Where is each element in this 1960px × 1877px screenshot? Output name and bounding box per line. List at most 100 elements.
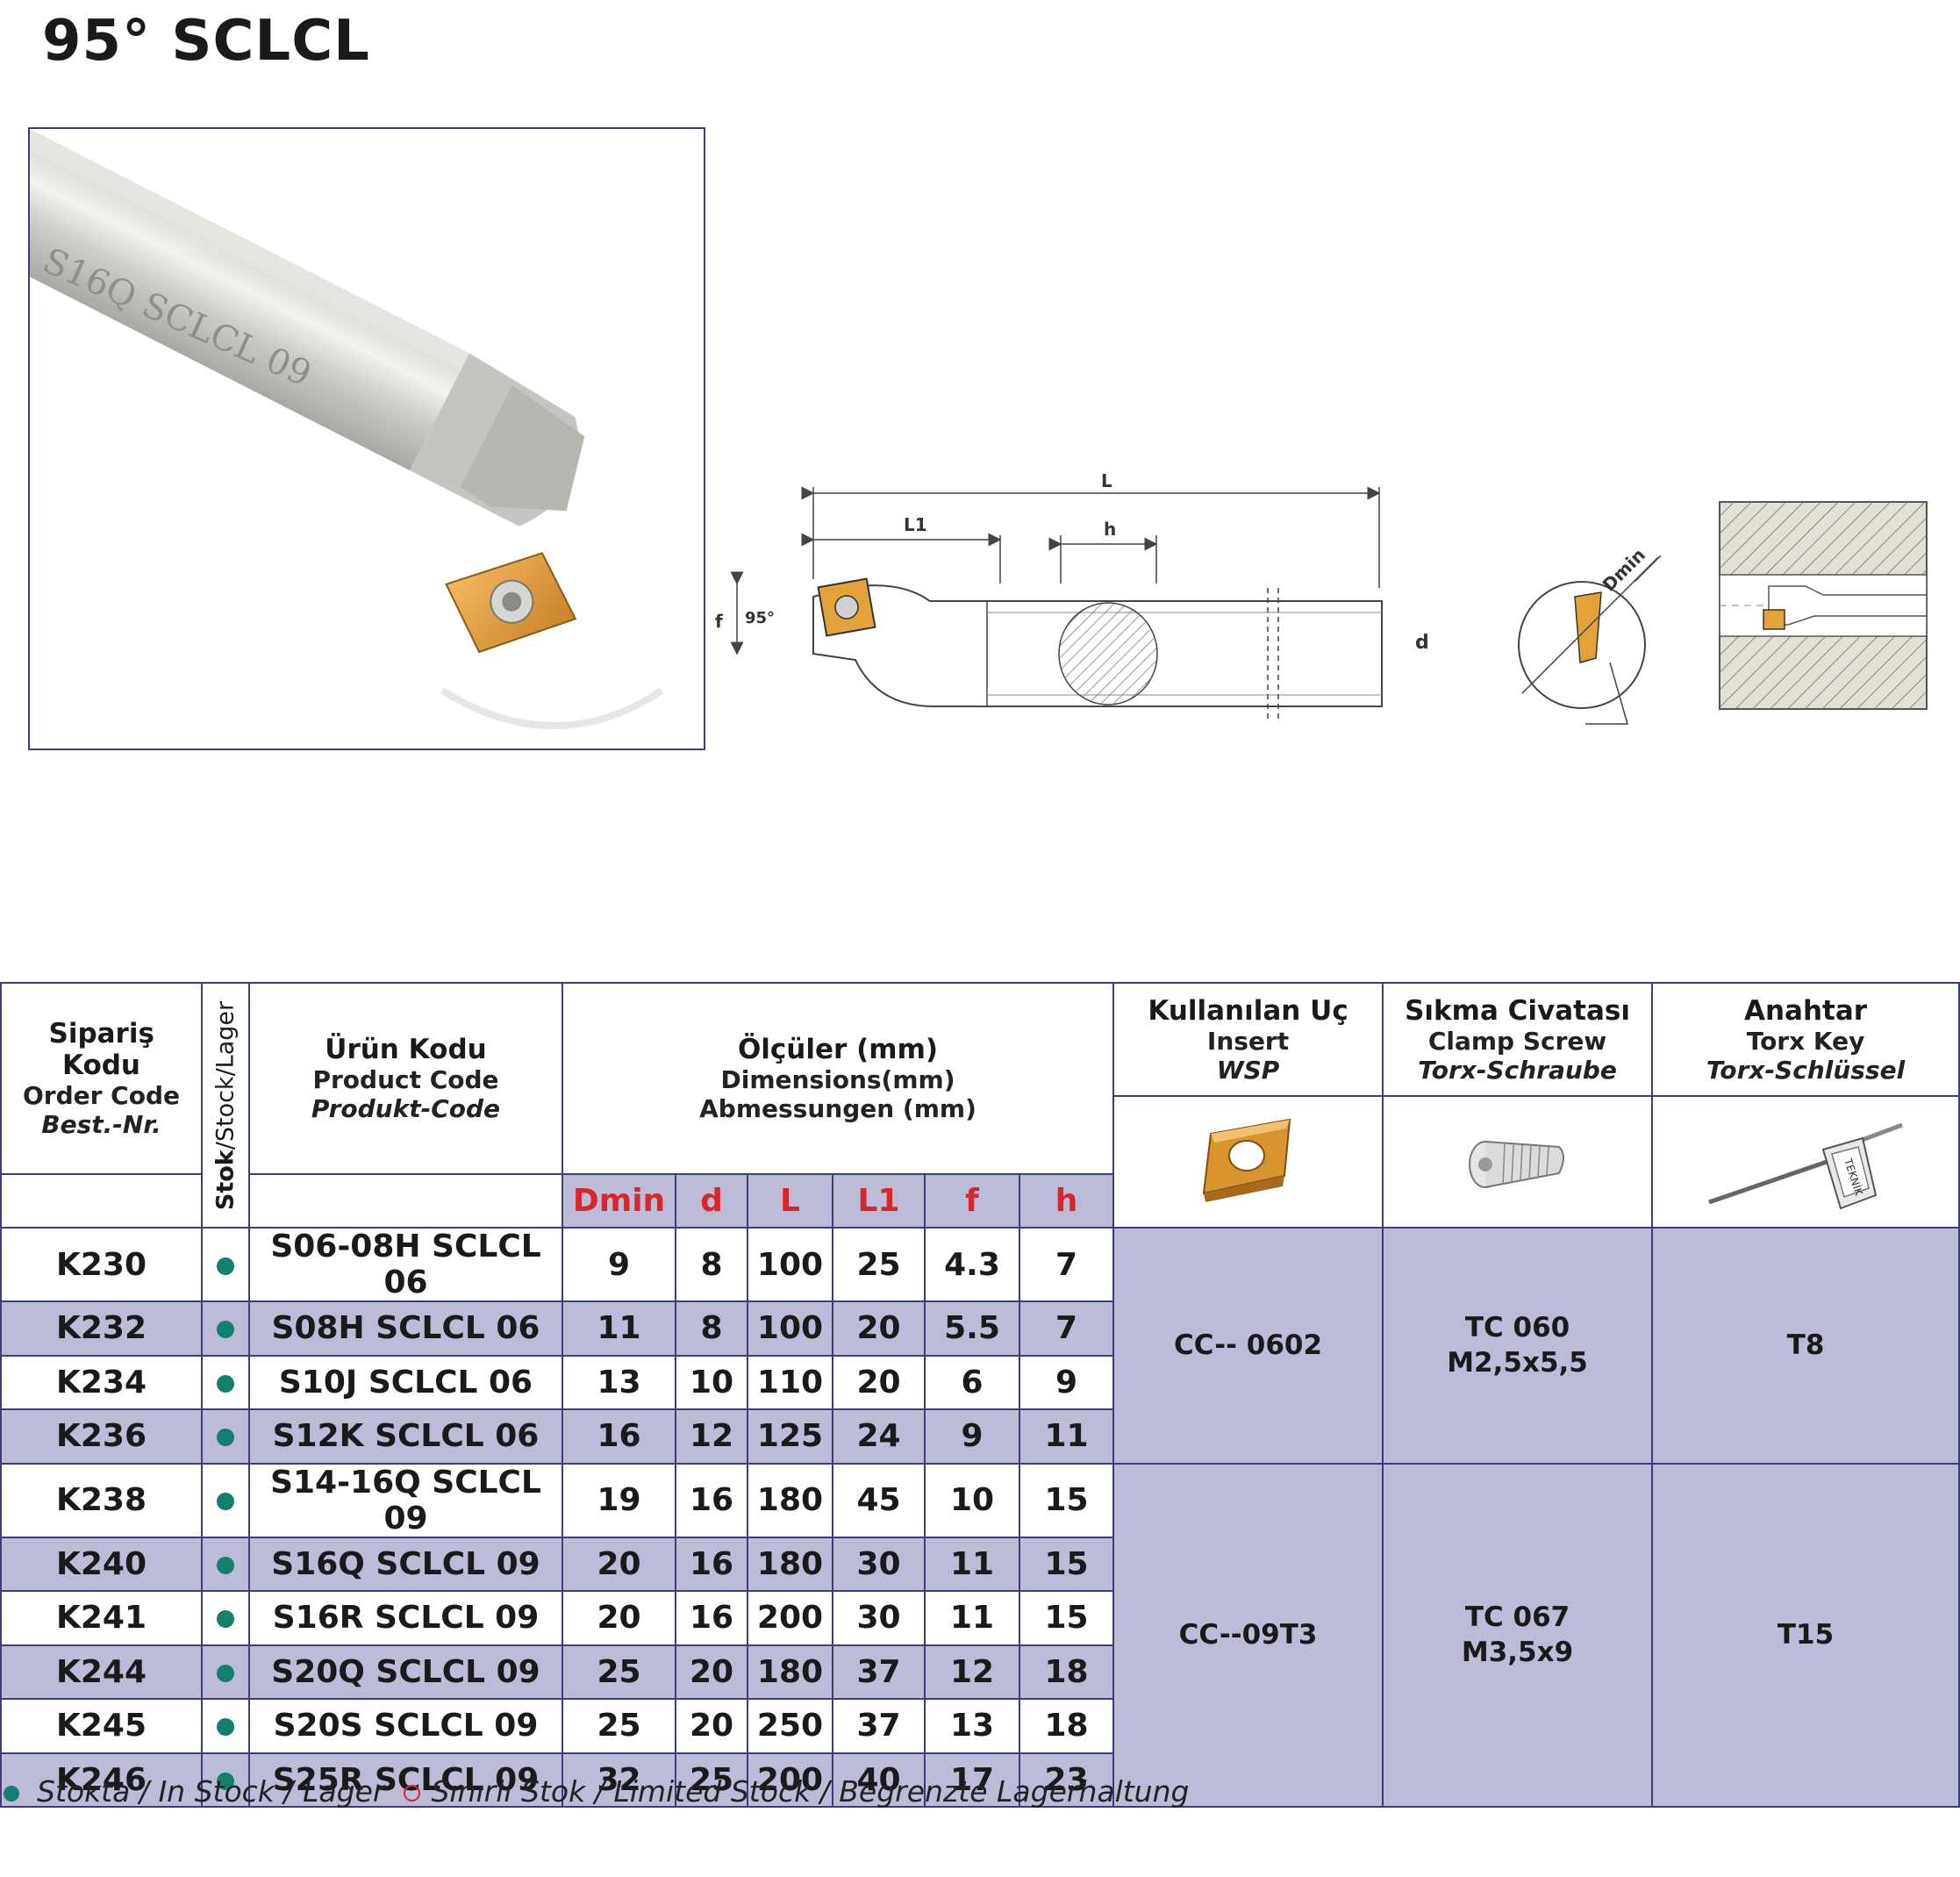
f-value: 10 — [924, 1462, 1020, 1538]
product-code: S16Q SCLCL 09 — [248, 1536, 563, 1592]
col-d: d — [675, 1173, 748, 1229]
dmin-value: 16 — [562, 1408, 676, 1465]
stock-indicator — [201, 1354, 250, 1410]
order-code: K244 — [0, 1644, 203, 1700]
col-h: h — [1018, 1173, 1115, 1229]
product-code: S12K SCLCL 06 — [248, 1408, 563, 1465]
f-value: 9 — [924, 1408, 1020, 1465]
dmin-value: 32 — [562, 1752, 676, 1808]
dmin-value: 9 — [562, 1227, 676, 1302]
L1-value: 37 — [832, 1644, 926, 1700]
header-order-code-bottom — [0, 1174, 203, 1229]
boring-view-diagram — [1719, 501, 1928, 710]
header-insert: Kullanılan Uç Insert WSP — [1112, 982, 1384, 1097]
f-value: 17 — [924, 1752, 1020, 1808]
product-code: S20Q SCLCL 09 — [248, 1644, 563, 1700]
h-value: 9 — [1018, 1354, 1115, 1410]
col-L: L — [747, 1173, 833, 1229]
header-stock: Stok/Stock/Lager — [201, 982, 250, 1229]
table-row: K241 S16R SCLCL 09 20 16 200 30 11 15 — [0, 1590, 1959, 1646]
L1-value: 30 — [832, 1590, 926, 1646]
L1-value: 45 — [832, 1462, 926, 1538]
dmin-value: 20 — [562, 1590, 676, 1646]
L-value: 200 — [747, 1752, 833, 1808]
table-row: K234 S10J SCLCL 06 13 10 110 20 6 9 — [0, 1354, 1959, 1410]
dmin-value: 11 — [562, 1300, 676, 1357]
header-order-code: Sipariş Kodu Order Code Best.-Nr. — [0, 981, 203, 1176]
header-torx-key: Anahtar Torx Key Torx-Schlüssel — [1651, 982, 1960, 1097]
d-value: 20 — [675, 1644, 748, 1700]
L1-value: 20 — [832, 1354, 926, 1410]
h-value: 11 — [1018, 1408, 1115, 1465]
L-value: 180 — [747, 1462, 833, 1538]
torx-key-icon: TEKNİK — [1708, 1122, 1903, 1210]
dmin-diagram: Dmin — [1518, 544, 1662, 725]
L-value: 180 — [747, 1644, 833, 1700]
table-row: K244 S20Q SCLCL 09 25 20 180 37 12 18 — [0, 1644, 1959, 1700]
stock-indicator — [201, 1408, 250, 1465]
order-code: K241 — [0, 1590, 203, 1646]
d-value: 16 — [675, 1590, 748, 1646]
product-code: S14-16Q SCLCL 09 — [248, 1462, 563, 1538]
screw-image — [1382, 1095, 1654, 1229]
table-row: K230 S06-08H SCLCL 06 9 8 100 25 4.3 7 C… — [0, 1227, 1960, 1465]
L-value: 110 — [747, 1354, 833, 1410]
table-row: K246 S25R SCLCL 09 32 25 200 40 17 23 — [0, 1752, 1959, 1808]
header-dimensions: Ölçüler (mm) Dimensions(mm) Abmessungen … — [561, 981, 1115, 1176]
product-code: S16R SCLCL 09 — [248, 1590, 563, 1646]
dmin-value: 19 — [562, 1462, 676, 1538]
col-L1: L1 — [832, 1173, 926, 1229]
table-row: K240 S16Q SCLCL 09 20 16 180 30 11 15 — [0, 1536, 1959, 1592]
L1-value: 25 — [832, 1227, 926, 1302]
d-value: 20 — [675, 1698, 748, 1754]
d-value: 16 — [675, 1462, 748, 1538]
key-group-1: T8 — [1651, 1227, 1960, 1465]
L1-value: 40 — [832, 1752, 926, 1808]
label-h: h — [1104, 519, 1116, 540]
L1-value: 24 — [832, 1408, 926, 1465]
f-value: 4.3 — [924, 1227, 1020, 1302]
stock-indicator — [201, 1300, 250, 1357]
stock-indicator — [201, 1227, 250, 1302]
d-value: 12 — [675, 1408, 748, 1465]
L-value: 100 — [747, 1227, 833, 1302]
order-code: K245 — [0, 1698, 203, 1754]
product-code: S25R SCLCL 09 — [248, 1752, 563, 1808]
spec-table: Sipariş Kodu Order Code Best.-Nr. Stok/S… — [0, 981, 1960, 1808]
dmin-value: 25 — [562, 1644, 676, 1700]
stock-indicator — [201, 1536, 250, 1592]
h-value: 15 — [1018, 1590, 1115, 1646]
f-value: 13 — [924, 1698, 1020, 1754]
d-value: 25 — [675, 1752, 748, 1808]
page-title: 95° SCLCL — [42, 9, 370, 74]
table-row: K232 S08H SCLCL 06 11 8 100 20 5.5 7 — [0, 1300, 1959, 1357]
product-code: S10J SCLCL 06 — [248, 1354, 563, 1410]
header-clamp-screw: Sıkma Civatası Clamp Screw Torx-Schraube — [1382, 982, 1654, 1097]
table-row: K238 S14-16Q SCLCL 09 19 16 180 45 10 15… — [0, 1462, 1960, 1808]
h-value: 7 — [1018, 1227, 1115, 1302]
order-code: K240 — [0, 1536, 203, 1592]
L-value: 100 — [747, 1300, 833, 1357]
L-value: 180 — [747, 1536, 833, 1592]
order-code: K230 — [0, 1227, 203, 1302]
screw-icon — [1468, 1141, 1564, 1188]
legend-limited-stock: Sınırlı Stok / Limited Stock / Begrenzte… — [431, 1774, 1190, 1809]
h-value: 15 — [1018, 1462, 1115, 1538]
L1-value: 30 — [832, 1536, 926, 1592]
insert-group-2: CC--09T3 — [1112, 1462, 1384, 1808]
label-angle: 95° — [745, 609, 775, 627]
stock-indicator — [201, 1644, 250, 1700]
d-value: 16 — [675, 1536, 748, 1592]
order-code: K246 — [0, 1752, 203, 1808]
insert-group-1: CC-- 0602 — [1112, 1227, 1384, 1465]
table-row: K245 S20S SCLCL 09 25 20 250 37 13 18 — [0, 1698, 1959, 1754]
product-photo: S16Q SCLCL 09 — [28, 127, 705, 750]
d-value: 10 — [675, 1354, 748, 1410]
h-value: 18 — [1018, 1644, 1115, 1700]
product-code: S20S SCLCL 09 — [248, 1698, 563, 1754]
insert-image — [1112, 1095, 1384, 1229]
dimension-diagram: L L1 h f 95° — [715, 470, 1383, 720]
